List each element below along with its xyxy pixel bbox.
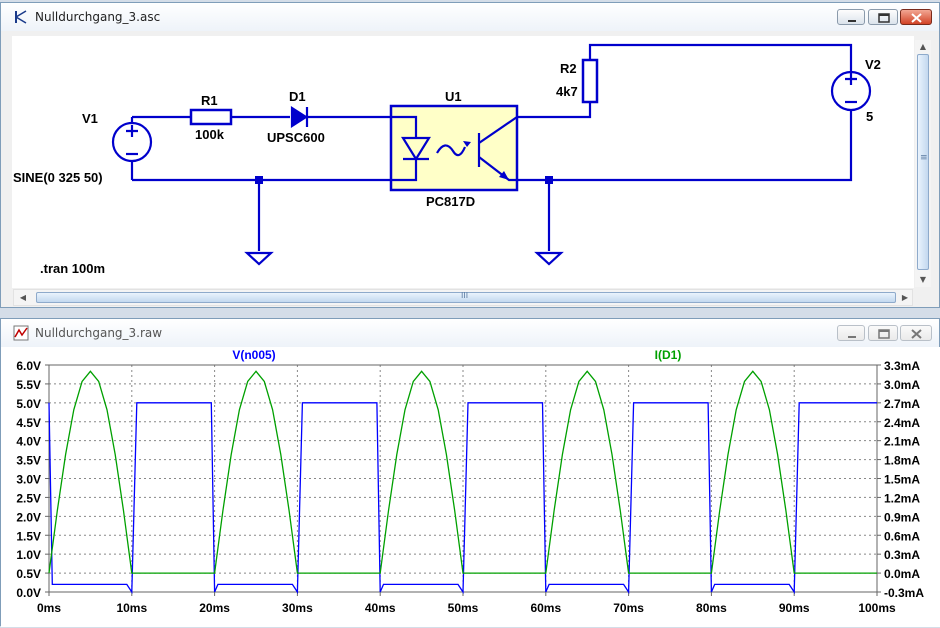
series-v-n005 — [48, 402, 877, 595]
voltage-source-v2-symbol — [830, 70, 872, 112]
waveform-title-bar[interactable]: Nulldurchgang_3.raw — [1, 319, 939, 347]
junction-dot — [255, 176, 263, 184]
resistor-r1-symbol — [189, 108, 233, 126]
y-left-tick-label: 4.5V — [16, 416, 41, 430]
waveform-window-title: Nulldurchgang_3.raw — [35, 326, 163, 340]
x-tick-label: 50ms — [448, 601, 479, 615]
scroll-grip-icon: III — [461, 291, 469, 300]
x-tick-label: 60ms — [530, 601, 561, 615]
x-tick-label: 90ms — [779, 601, 810, 615]
resistor-r2-symbol — [581, 58, 599, 104]
series-i-d1 — [48, 370, 877, 574]
d1-name-label: D1 — [289, 89, 306, 104]
scroll-up-arrow-icon[interactable]: ▲ — [919, 42, 927, 51]
trace-label-v-n005: V(n005) — [232, 348, 275, 362]
x-tick-label: 20ms — [199, 601, 230, 615]
schematic-app-icon — [13, 9, 29, 25]
r2-value-label: 4k7 — [556, 84, 578, 99]
plus-sign-v1 — [126, 125, 138, 137]
schematic-drawing: V1 SINE(0 325 50) R1 100k D1 UPSC600 U1 … — [13, 43, 881, 276]
r1-value-label: 100k — [195, 127, 225, 142]
y-left-tick-label: 0.5V — [16, 567, 41, 581]
y-right-tick-label: 3.0mA — [884, 378, 920, 392]
scroll-down-arrow-icon[interactable]: ▼ — [919, 275, 927, 284]
scroll-left-arrow-icon[interactable]: ◀ — [19, 293, 27, 302]
schematic-window: Nulldurchgang_3.asc — [0, 2, 940, 308]
y-left-tick-label: 6.0V — [16, 359, 41, 373]
d1-value-label: UPSC600 — [267, 130, 325, 145]
close-button[interactable] — [900, 325, 932, 341]
minimize-button[interactable] — [837, 325, 865, 341]
y-left-tick-label: 2.5V — [16, 491, 41, 505]
u1-name-label: U1 — [445, 89, 462, 104]
diode-d1-symbol — [290, 105, 309, 129]
y-left-tick-label: 1.0V — [16, 548, 41, 562]
x-tick-label: 80ms — [696, 601, 727, 615]
y-right-tick-label: 2.1mA — [884, 435, 920, 449]
schematic-title-bar[interactable]: Nulldurchgang_3.asc — [1, 3, 939, 31]
spice-directive: .tran 100m — [40, 261, 105, 276]
schematic-window-title: Nulldurchgang_3.asc — [35, 10, 161, 24]
vscroll-grip-icon: ≡ — [920, 153, 928, 163]
y-right-tick-label: 3.3mA — [884, 359, 920, 373]
y-left-tick-label: 5.5V — [16, 378, 41, 392]
v1-value-label: SINE(0 325 50) — [13, 170, 103, 185]
v2-value-label: 5 — [866, 109, 873, 124]
voltage-source-v1-symbol — [111, 121, 153, 163]
v2-name-label: V2 — [865, 57, 881, 72]
wire — [517, 102, 592, 119]
y-left-tick-label: 1.5V — [16, 529, 41, 543]
wire — [588, 43, 853, 71]
x-tick-label: 10ms — [116, 601, 147, 615]
r2-name-label: R2 — [560, 61, 577, 76]
y-right-tick-label: 2.7mA — [884, 397, 920, 411]
wire — [517, 110, 853, 182]
plus-sign-v2 — [845, 73, 857, 85]
scroll-right-arrow-icon[interactable]: ▶ — [901, 293, 909, 302]
y-left-tick-label: 3.5V — [16, 454, 41, 468]
trace-label-i-d1: I(D1) — [655, 348, 682, 362]
r1-name-label: R1 — [201, 93, 218, 108]
junction-dot — [545, 176, 553, 184]
vertical-scroll-thumb[interactable]: ≡ — [917, 54, 929, 270]
x-tick-label: 70ms — [613, 601, 644, 615]
restore-button[interactable] — [868, 9, 898, 25]
v1-name-label: V1 — [82, 111, 98, 126]
x-tick-label: 40ms — [365, 601, 396, 615]
vertical-scrollbar[interactable]: ▲ ≡ ▼ — [915, 40, 931, 287]
close-button[interactable] — [900, 9, 932, 25]
x-tick-label: 100ms — [858, 601, 896, 615]
y-right-tick-label: 0.3mA — [884, 548, 920, 562]
waveform-window: Nulldurchgang_3.raw 6.0V 5.5V 5.0V 4.5V 4.0V… — [0, 318, 940, 627]
ground-symbol-1 — [244, 251, 274, 266]
y-right-tick-label: 2.4mA — [884, 416, 920, 430]
u1-value-label: PC817D — [426, 194, 475, 209]
waveform-plot[interactable]: 6.0V 5.5V 5.0V 4.5V 4.0V 3.5V 3.0V 2.5V 2.0V 1.5V… — [1, 347, 940, 627]
y-left-tick-label: 0.0V — [16, 586, 41, 600]
y-right-tick-label: 0.0mA — [884, 567, 920, 581]
y-left-tick-label: 3.0V — [16, 473, 41, 487]
restore-button[interactable] — [868, 325, 898, 341]
y-right-tick-label: 1.8mA — [884, 454, 920, 468]
x-tick-label: 0ms — [37, 601, 61, 615]
ground-symbol-2 — [534, 251, 564, 266]
y-right-tick-label: 1.2mA — [884, 491, 920, 505]
y-right-tick-label: 0.9mA — [884, 510, 920, 524]
minimize-button[interactable] — [837, 9, 865, 25]
horizontal-scrollbar[interactable]: ◀ III ▶ — [13, 289, 913, 306]
y-left-tick-label: 2.0V — [16, 510, 41, 524]
x-tick-label: 30ms — [282, 601, 313, 615]
y-left-tick-label: 4.0V — [16, 435, 41, 449]
plot-background — [1, 347, 940, 627]
waveform-app-icon — [13, 325, 29, 341]
y-right-tick-label: 1.5mA — [884, 473, 920, 487]
y-right-tick-label: -0.3mA — [884, 586, 924, 600]
horizontal-scroll-thumb[interactable]: III — [36, 291, 896, 303]
y-left-tick-label: 5.0V — [16, 397, 41, 411]
optocoupler-u1-symbol — [389, 104, 519, 192]
y-right-tick-label: 0.6mA — [884, 529, 920, 543]
